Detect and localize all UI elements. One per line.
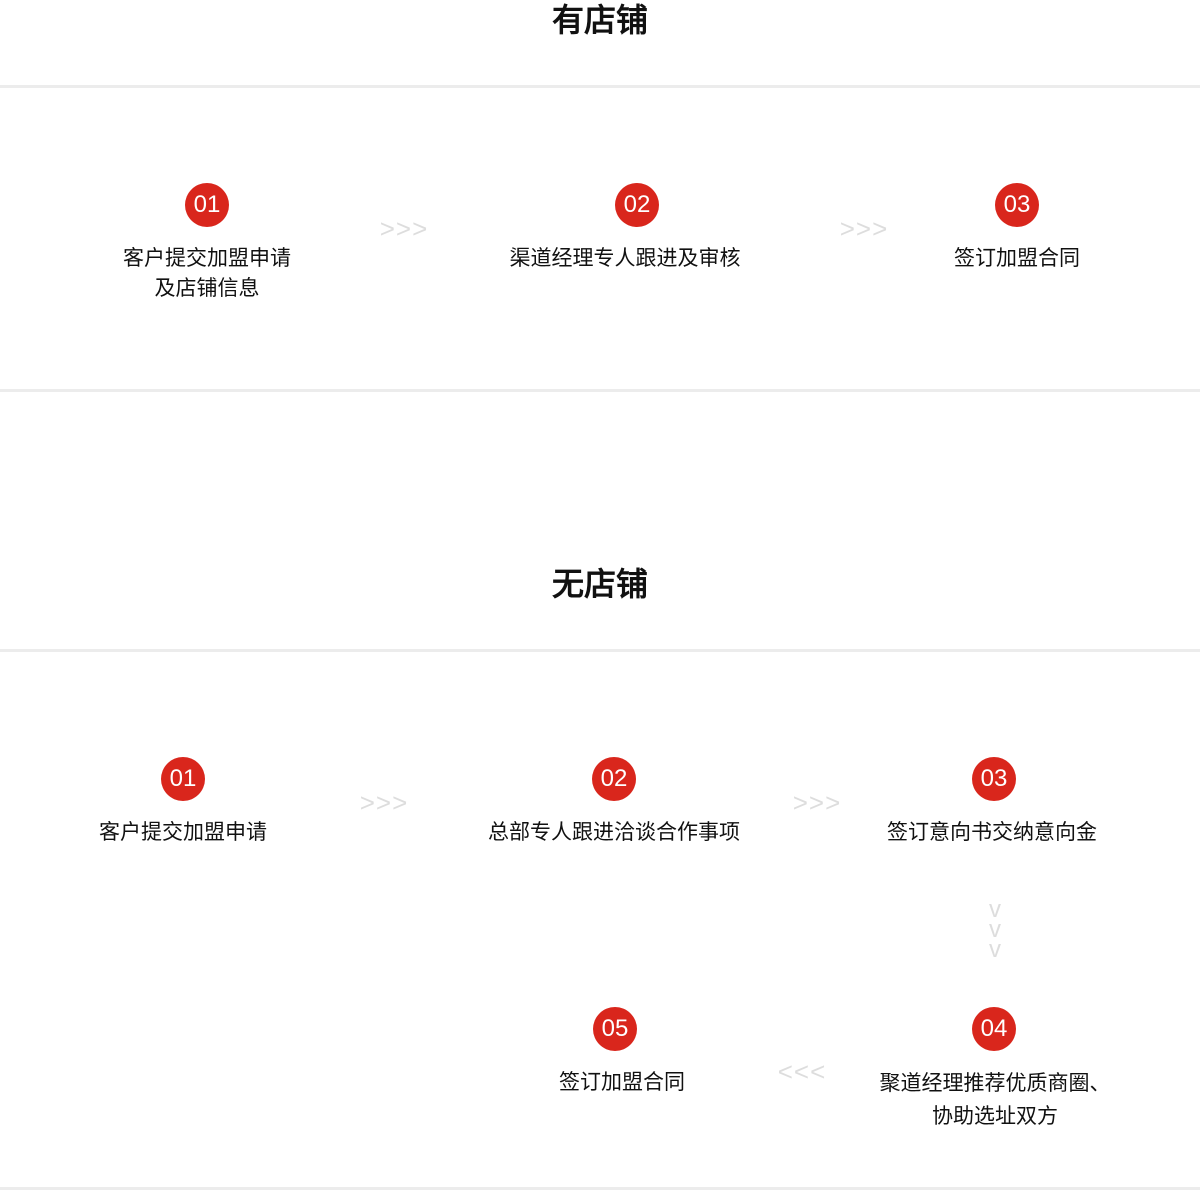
step-number: 01 <box>161 757 205 801</box>
arrow-right-icon: >>> <box>359 787 409 818</box>
step-label: 总部专人跟进洽谈合作事项 <box>488 820 740 844</box>
step-label: 签订意向书交纳意向金 <box>887 820 1097 844</box>
step-number: 04 <box>972 1007 1016 1051</box>
step-label: 客户提交加盟申请及店铺信息 <box>123 246 291 300</box>
divider <box>0 85 1200 88</box>
step-number: 03 <box>995 183 1039 227</box>
divider <box>0 389 1200 392</box>
step-number: 01 <box>185 183 229 227</box>
step-label: 签订加盟合同 <box>954 246 1080 270</box>
step-label: 聚道经理推荐优质商圈、协助选址双方 <box>879 1071 1111 1128</box>
divider <box>0 1187 1200 1190</box>
step-number: 02 <box>615 183 659 227</box>
step-label: 渠道经理专人跟进及审核 <box>509 246 741 270</box>
step-label: 客户提交加盟申请 <box>99 820 267 844</box>
section-title-with-store: 有店铺 <box>551 1 649 39</box>
divider <box>0 649 1200 652</box>
step-number: 03 <box>972 757 1016 801</box>
step-number: 02 <box>592 757 636 801</box>
arrow-right-icon: >>> <box>839 213 889 244</box>
arrow-right-icon: >>> <box>792 787 842 818</box>
arrow-right-icon: >>> <box>379 213 429 244</box>
step-number: 05 <box>593 1007 637 1051</box>
step-label: 签订加盟合同 <box>559 1070 685 1094</box>
arrow-left-icon: <<< <box>777 1056 827 1087</box>
section-title-without-store: 无店铺 <box>551 565 649 603</box>
